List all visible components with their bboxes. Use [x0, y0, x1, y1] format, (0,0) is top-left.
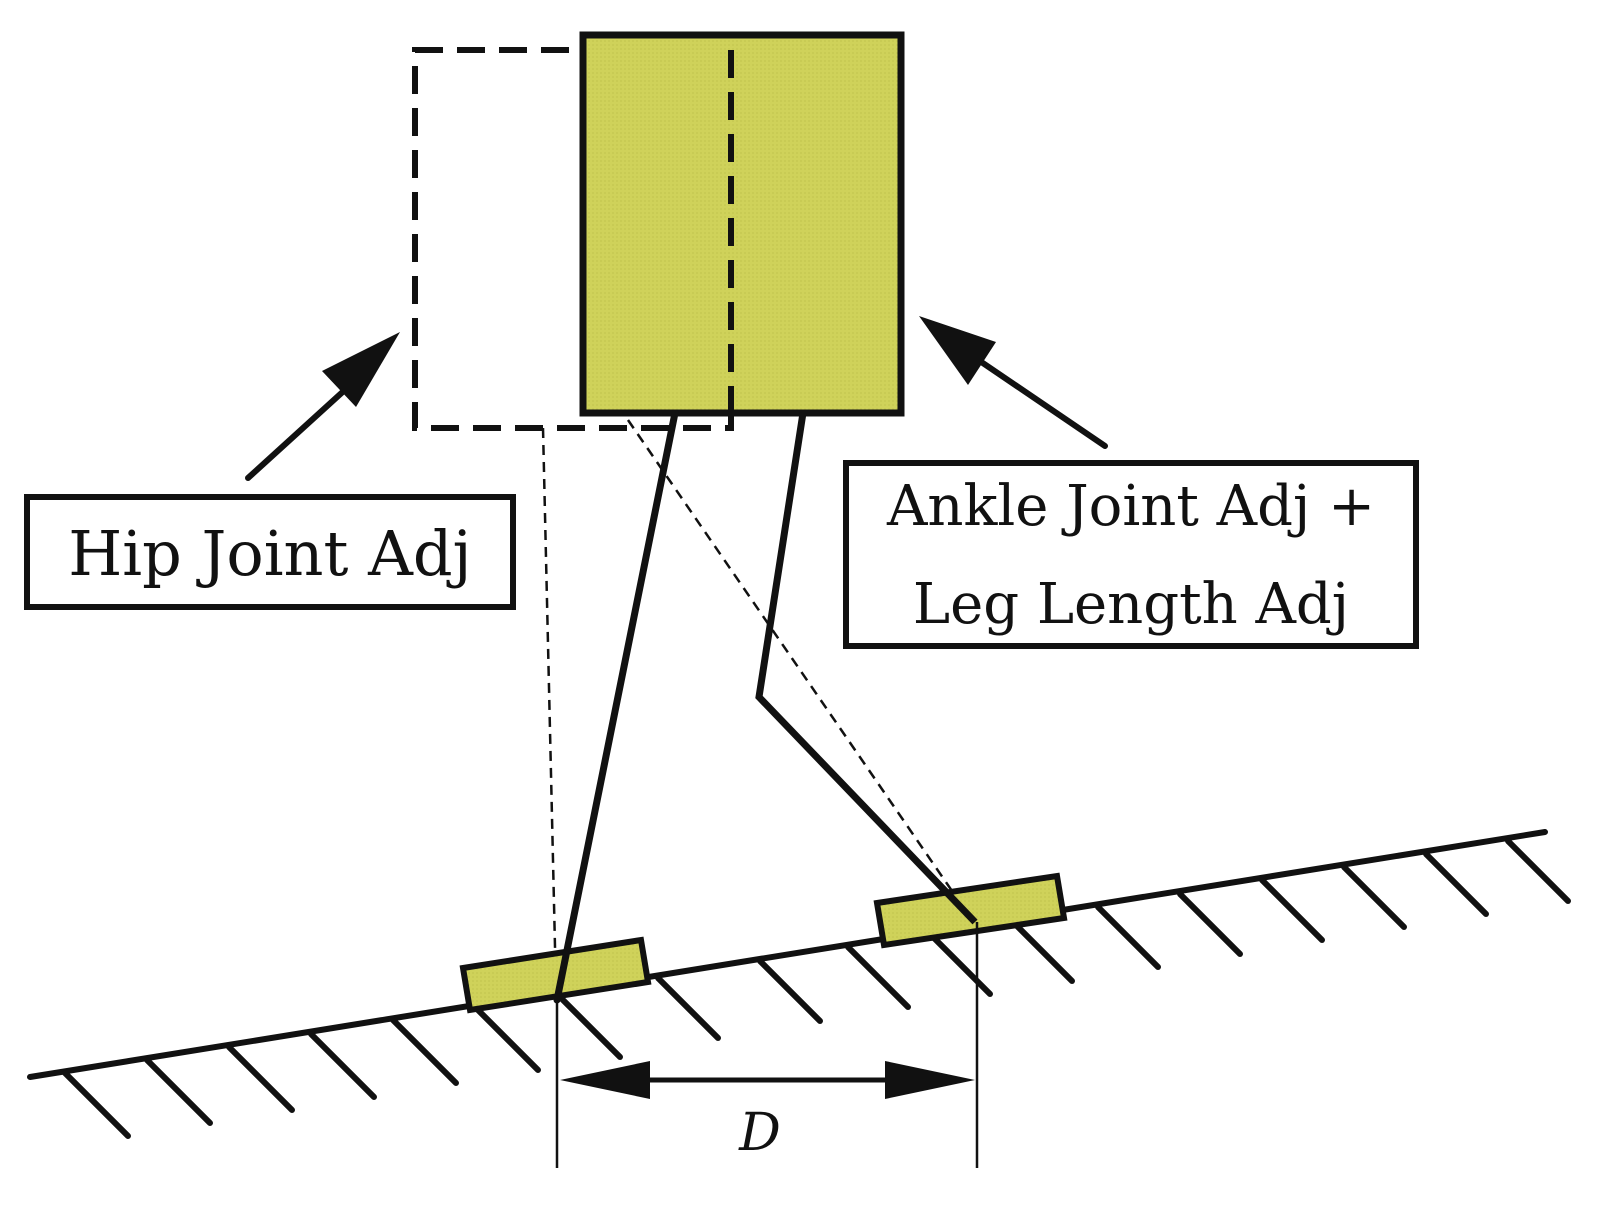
- hip-arrow-head: [322, 332, 400, 407]
- right-leg: [755, 412, 978, 925]
- ankle-label-line1: Ankle Joint Adj +: [886, 474, 1375, 539]
- dimension-arrow-right: [885, 1061, 975, 1099]
- ankle-label-box: [843, 460, 1419, 649]
- dashed-ref-leg-left: [541, 427, 558, 991]
- right-foot: [873, 872, 1068, 949]
- robot-body: [579, 31, 905, 417]
- left-leg: [553, 409, 679, 1004]
- left-foot: [459, 936, 652, 1014]
- hip-label: Hip Joint Adj: [68, 517, 472, 590]
- ankle-label-line2: Leg Length Adj: [913, 572, 1349, 637]
- ground-hatching: [62, 838, 1571, 1139]
- hip-label-box: [24, 494, 516, 610]
- ground-line: [27, 829, 1548, 1080]
- ankle-arrow-head: [919, 316, 996, 385]
- distance-label: D: [738, 1103, 781, 1163]
- dimension-arrow-left: [560, 1061, 650, 1099]
